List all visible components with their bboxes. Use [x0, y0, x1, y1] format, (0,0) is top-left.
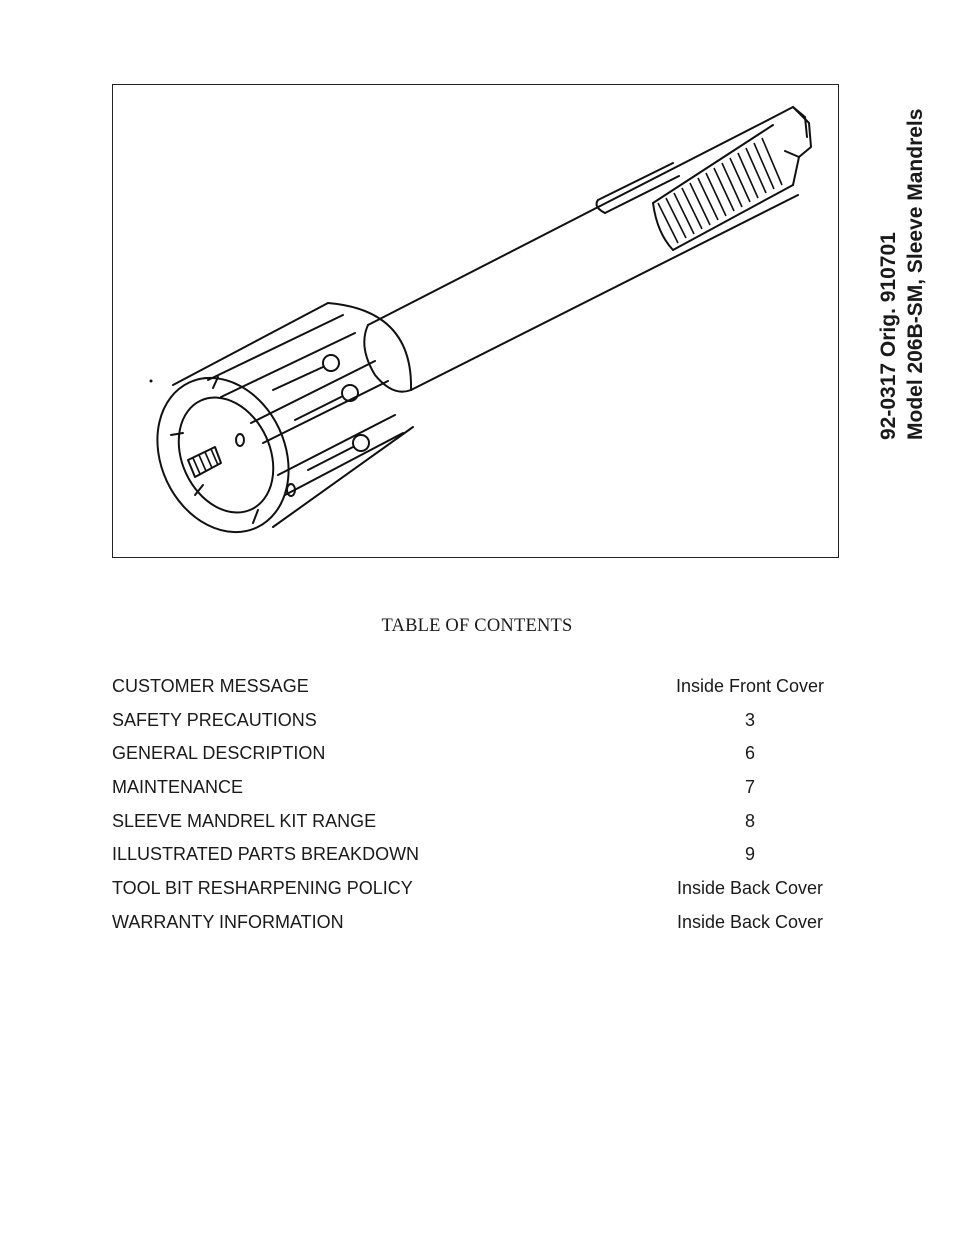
toc-entry-page: 3	[744, 709, 755, 730]
sleeve-mandrel-illustration	[149, 106, 812, 534]
toc-entry-label: SAFETY PRECAUTIONS	[112, 709, 317, 730]
toc-entry-label: TOOL BIT RESHARPENING POLICY	[112, 878, 413, 899]
table-of-contents: CUSTOMER MESSAGE Inside Front Cover SAFE…	[112, 676, 840, 946]
model-title: Model 206B-SM, Sleeve Mandrels	[904, 108, 927, 440]
toc-entry-page: Inside Back Cover	[676, 878, 824, 899]
toc-entry-page: Inside Front Cover	[675, 676, 825, 696]
figure-frame	[112, 84, 839, 558]
toc-entry: WARRANTY INFORMATION Inside Back Cover	[112, 912, 840, 946]
toc-entry-label: WARRANTY INFORMATION	[112, 911, 344, 932]
toc-entry-label: CUSTOMER MESSAGE	[112, 676, 309, 696]
document-number: 92-0317 Orig. 910701	[877, 232, 900, 440]
toc-entry-page: 7	[744, 777, 755, 798]
toc-entry: TOOL BIT RESHARPENING POLICY Inside Back…	[112, 878, 840, 912]
toc-entry-page: Inside Back Cover	[676, 911, 824, 932]
toc-entry-page: 6	[744, 743, 755, 764]
toc-entry: CUSTOMER MESSAGE Inside Front Cover	[112, 676, 840, 710]
toc-entry-page: 8	[744, 810, 755, 831]
toc-entry: MAINTENANCE 7	[112, 777, 840, 811]
toc-entry-page: 9	[744, 844, 755, 865]
toc-entry-label: MAINTENANCE	[112, 777, 244, 798]
toc-heading: TABLE OF CONTENTS	[381, 616, 573, 636]
toc-entry-label: SLEEVE MANDREL KIT RANGE	[112, 810, 377, 831]
document-title-block: 92-0317 Orig. 910701 Model 206B-SM, Slee…	[875, 40, 935, 440]
toc-entry-label: GENERAL DESCRIPTION	[112, 743, 326, 764]
toc-entry: SAFETY PRECAUTIONS 3	[112, 710, 840, 744]
toc-entry: ILLUSTRATED PARTS BREAKDOWN 9	[112, 844, 840, 878]
toc-entry-label: ILLUSTRATED PARTS BREAKDOWN	[112, 844, 420, 865]
toc-entry: GENERAL DESCRIPTION 6	[112, 743, 840, 777]
toc-entry: SLEEVE MANDREL KIT RANGE 8	[112, 811, 840, 845]
